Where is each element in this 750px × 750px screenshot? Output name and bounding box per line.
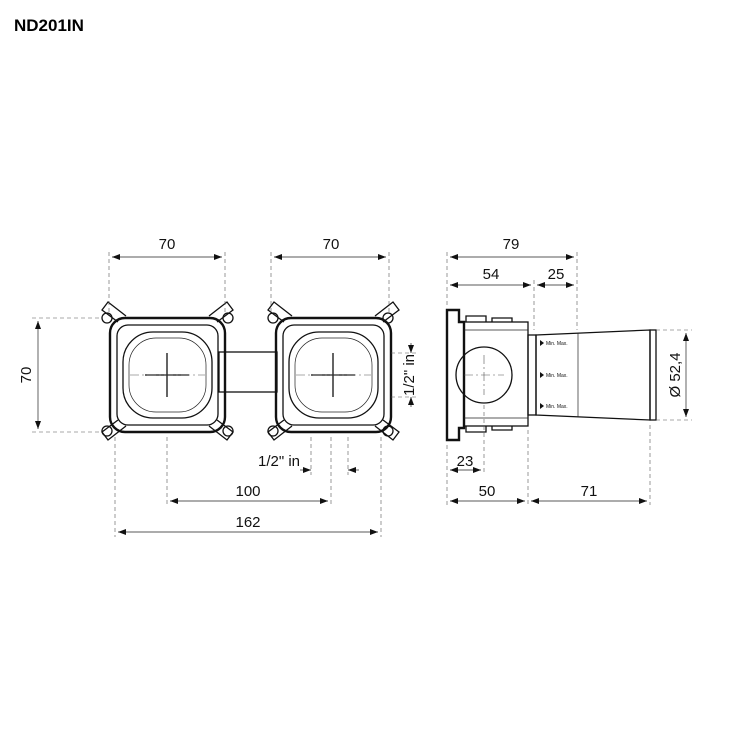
dim-23: 23 (457, 453, 474, 470)
dim-diameter: Ø 52,4 (667, 352, 684, 397)
dim-height: 70 (18, 367, 35, 384)
dim-pipe-vertical: 1/2" in (401, 354, 418, 396)
dim-width-left: 70 (159, 236, 176, 253)
dim-width-right: 70 (323, 236, 340, 253)
dim-25: 25 (548, 266, 565, 283)
dim-100: 100 (235, 483, 260, 500)
side-port (455, 346, 513, 404)
svg-text:Min. Max.: Min. Max. (546, 373, 568, 379)
svg-text:Min. Max.: Min. Max. (546, 404, 568, 410)
screw-hole (101, 312, 113, 324)
screw-hole (267, 425, 279, 437)
screw-hole (101, 425, 113, 437)
dim-79: 79 (503, 236, 520, 253)
side-view: Min. Max. Min. Max. Min. Max. 79 54 25 Ø… (445, 236, 692, 505)
screw-hole (222, 312, 234, 324)
dim-50: 50 (479, 483, 496, 500)
left-valve-box (101, 301, 234, 441)
screw-hole (222, 425, 234, 437)
right-valve-box (267, 301, 400, 441)
connecting-pipe (218, 351, 278, 393)
dim-71: 71 (581, 483, 598, 500)
drawing-title: ND201IN (14, 16, 84, 35)
svg-text:Min. Max.: Min. Max. (546, 341, 568, 347)
dim-162: 162 (235, 514, 260, 531)
dim-54: 54 (483, 266, 500, 283)
screw-hole (267, 312, 279, 324)
dim-pipe-horizontal: 1/2" in (258, 453, 300, 470)
front-view: 70 70 70 1/2" in 1/2" in 100 162 (18, 236, 418, 537)
min-max-marks: Min. Max. Min. Max. Min. Max. (540, 340, 568, 410)
